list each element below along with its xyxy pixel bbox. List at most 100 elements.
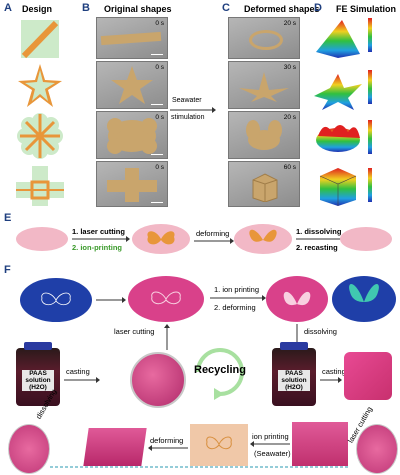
arrow-label-line2: stimulation [171,114,205,121]
photo-original-3: 0 s [96,111,168,159]
f-deformed-sheet [83,428,147,466]
color-scale-3 [368,120,372,154]
time-label: 30 s [283,64,296,71]
f-fe-disc [332,276,396,322]
panel-e-letter: E [4,212,12,224]
panel-a-title: Design [22,4,53,14]
jar-cap [280,342,308,350]
scale-bar [151,53,163,55]
f-arrow-casting-left [64,377,100,383]
deformed-coil [249,30,283,50]
jar-cap [24,342,52,350]
e-arrow-3 [296,236,346,242]
f-pink-disc-deformed [266,276,328,322]
printed-pattern [206,436,232,450]
panel-a-designs [16,20,64,206]
f-arrow-top-1 [96,297,126,303]
e-arrow-2 [194,238,234,244]
f-printed-sheet [190,424,248,466]
fe-model-1 [316,20,360,58]
f-arrow-ion-print [250,441,290,447]
time-label: 20 s [283,20,296,27]
sample-cube-net [107,168,157,202]
f-pink-disc-cut [128,276,204,322]
f-casting-left: casting [66,367,90,376]
design-cube-net [16,166,64,206]
f-bottom-left-disc [8,424,50,474]
color-scale-4 [368,168,372,202]
f-arrow-deforming [148,445,188,451]
e-step1b: 2. ion-printing [72,243,122,252]
photo-original-4: 0 s [96,161,168,207]
e-step2: deforming [196,229,230,238]
e-step3a: 1. dissolving [296,227,342,236]
sample-flower [107,118,157,154]
f-arrow-top-2 [210,295,266,301]
design-flower [17,113,63,159]
e-arrow-1 [72,236,130,242]
time-label: 0 s [155,64,164,71]
butterfly-pattern [147,231,175,245]
f-dissolving-right: dissolving [304,327,337,336]
f-ion-b: 2. deforming [214,303,256,312]
sample-strip [100,31,162,46]
design-strip [21,20,59,59]
time-label: 0 s [155,164,164,171]
time-label: 20 s [283,114,296,121]
fe-model-2 [314,74,362,110]
f-casting-right: casting [322,367,346,376]
deformed-cube [252,173,278,202]
color-scale-2 [368,70,372,104]
f-petri-dish [130,352,186,408]
photo-deformed-4: 60 s [228,161,300,207]
e-step1a: 1. laser cutting [72,227,125,236]
photo-deformed-1: 20 s [228,17,300,59]
panel-b-letter: B [82,2,90,14]
f-ion-print-sea-b: (Seawater) [254,449,291,458]
butterfly-standing [283,291,311,306]
panel-c-title: Deformed shapes [244,4,320,14]
f-bottom-right-disc [356,424,398,474]
f-ion-print-sea-a: ion printing [252,432,289,441]
panel-a-letter: A [4,2,12,14]
e-step3b: 2. recasting [296,243,338,252]
panel-c-letter: C [222,2,230,14]
photo-deformed-2: 30 s [228,61,300,109]
e-pink-disc-4 [340,227,392,251]
f-cut-sheet [292,422,348,466]
time-label: 0 s [155,20,164,27]
panel-d-fe-plots [314,18,372,206]
panel-d-title: FE Simulation [336,4,397,14]
photo-original-2: 0 s [96,61,168,109]
scale-bar [151,201,163,203]
deformed-star [239,72,289,102]
arrow-label-line1: Seawater [172,97,202,104]
panel-b-title: Original shapes [104,4,172,14]
dashed-link [50,466,350,468]
photo-original-1: 0 s [96,17,168,59]
butterfly-raised [249,229,277,242]
f-arrow-up [164,324,170,350]
scale-bar [151,103,163,105]
butterfly-cut [151,291,181,305]
seawater-arrow [170,107,216,113]
f-laser-cutting: laser cutting [114,327,155,336]
recycling-icon [196,348,244,400]
f-arrow-casting-right [320,377,342,383]
deformed-flower [246,120,282,150]
sample-star [111,66,153,104]
photo-deformed-3: 20 s [228,111,300,159]
time-label: 60 s [283,164,296,171]
butterfly-outline [41,292,71,306]
panel-f-letter: F [4,264,11,276]
e-pink-disc-3 [234,224,292,254]
f-pink-sheet [344,352,392,400]
f-deforming-bottom: deforming [150,436,184,445]
fe-butterfly [349,283,379,302]
e-pink-disc-2 [132,224,190,254]
e-pink-disc-1 [16,227,68,251]
